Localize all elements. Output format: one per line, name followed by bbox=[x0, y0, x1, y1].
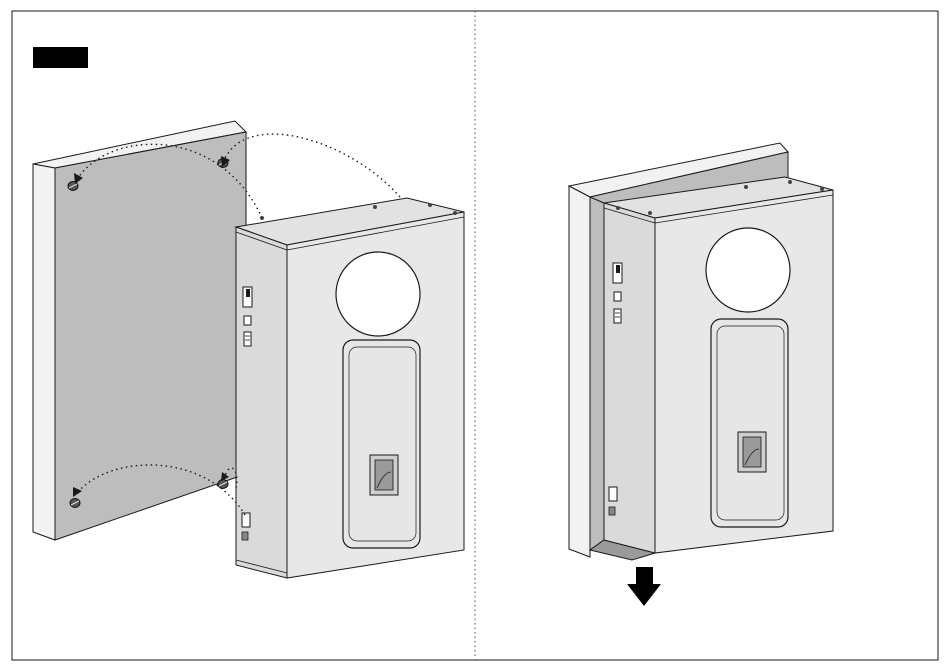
bottom-port bbox=[242, 513, 250, 527]
bottom-screw bbox=[242, 532, 248, 540]
screw-icon bbox=[218, 480, 228, 489]
bottom-port bbox=[609, 487, 617, 501]
camera-window bbox=[336, 252, 420, 336]
arrow-path bbox=[225, 134, 400, 197]
reader-panel bbox=[711, 319, 788, 527]
side-button bbox=[614, 292, 621, 301]
wall-plate-face bbox=[55, 132, 246, 540]
side-port bbox=[244, 332, 251, 346]
bottom-screw bbox=[609, 507, 615, 515]
fingerprint-sensor-icon bbox=[370, 455, 398, 495]
fingerprint-sensor-icon bbox=[738, 432, 766, 472]
right-panel bbox=[569, 143, 833, 606]
camera-window bbox=[706, 228, 790, 312]
left-panel bbox=[33, 121, 464, 578]
access-device-mounted bbox=[604, 177, 833, 553]
wall-plate bbox=[33, 121, 246, 540]
slide-down-arrow-icon bbox=[627, 567, 661, 606]
screw-icon bbox=[70, 499, 80, 508]
access-device bbox=[236, 198, 464, 578]
reader-panel bbox=[343, 340, 420, 548]
wall-plate-side bbox=[33, 164, 55, 540]
side-port bbox=[614, 309, 621, 323]
side-button bbox=[244, 316, 251, 325]
